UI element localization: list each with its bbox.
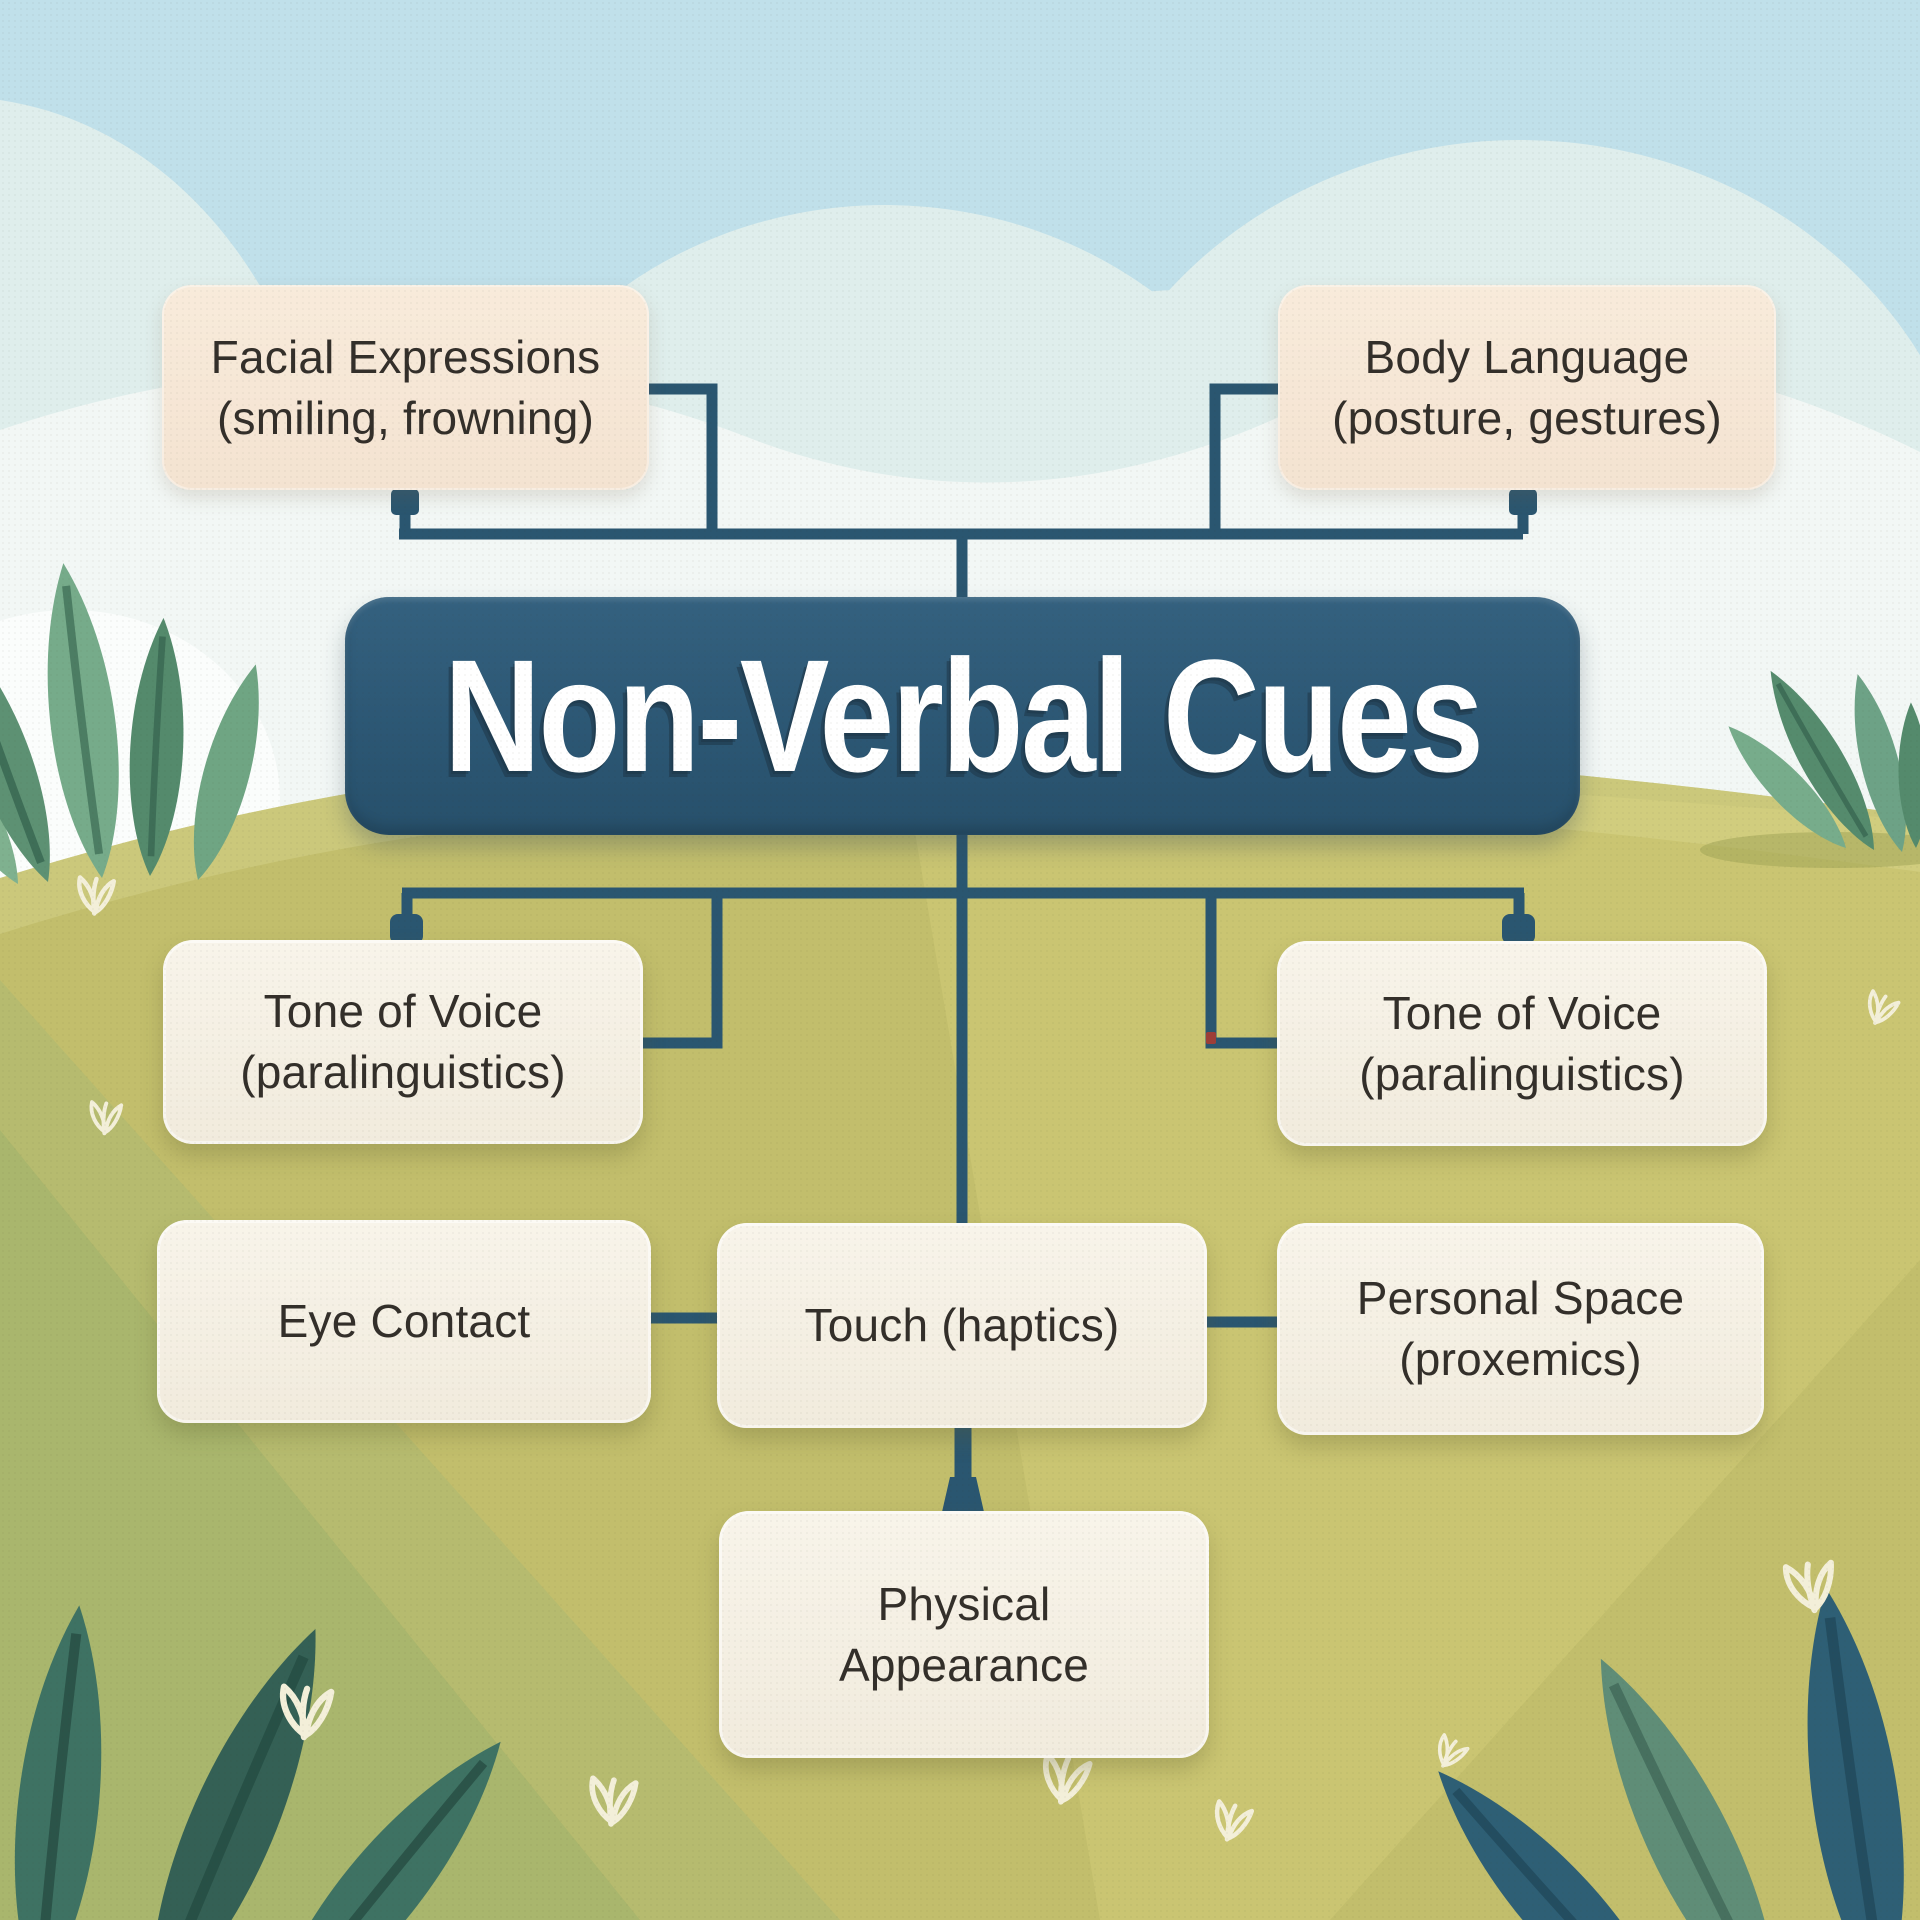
node-body-language: Body Language (posture, gestures) [1278, 285, 1776, 490]
node-personal-line2: (proxemics) [1399, 1333, 1642, 1385]
node-personal-space: Personal Space (proxemics) [1277, 1223, 1764, 1435]
node-facial-line1: Facial Expressions [210, 330, 601, 383]
red-artifact-dot [1206, 1032, 1216, 1044]
node-touch-haptics: Touch (haptics) [717, 1223, 1207, 1428]
title-label: Non-Verbal Cues [443, 626, 1484, 805]
right-grass-illustration [1700, 660, 1920, 868]
node-facial-line2: (smiling, frowning) [216, 391, 594, 444]
node-touch-label: Touch (haptics) [804, 1299, 1120, 1352]
node-tone-left-line2: (paralinguistics) [240, 1046, 566, 1098]
node-body-line1: Body Language [1364, 330, 1690, 383]
node-eye-contact: Eye Contact [157, 1220, 651, 1423]
connector-nodes [390, 489, 1537, 1518]
node-tone-left-line1: Tone of Voice [263, 985, 543, 1038]
node-physical-line2: Appearance [838, 1638, 1090, 1691]
node-physical-line1: Physical [877, 1577, 1051, 1630]
title-banner: Non-Verbal Cues [345, 597, 1580, 835]
node-tone-of-voice-left: Tone of Voice (paralinguistics) [163, 940, 643, 1144]
node-physical-appearance: Physical Appearance [719, 1511, 1209, 1758]
node-personal-line1: Personal Space [1356, 1272, 1685, 1325]
node-eye-contact-label: Eye Contact [277, 1295, 531, 1348]
node-body-line2: (posture, gestures) [1332, 391, 1722, 444]
node-tone-right-line1: Tone of Voice [1382, 986, 1662, 1039]
node-tone-of-voice-right: Tone of Voice (paralinguistics) [1277, 941, 1767, 1146]
node-facial-expressions: Facial Expressions (smiling, frowning) [162, 285, 649, 490]
node-tone-right-line2: (paralinguistics) [1359, 1047, 1685, 1100]
